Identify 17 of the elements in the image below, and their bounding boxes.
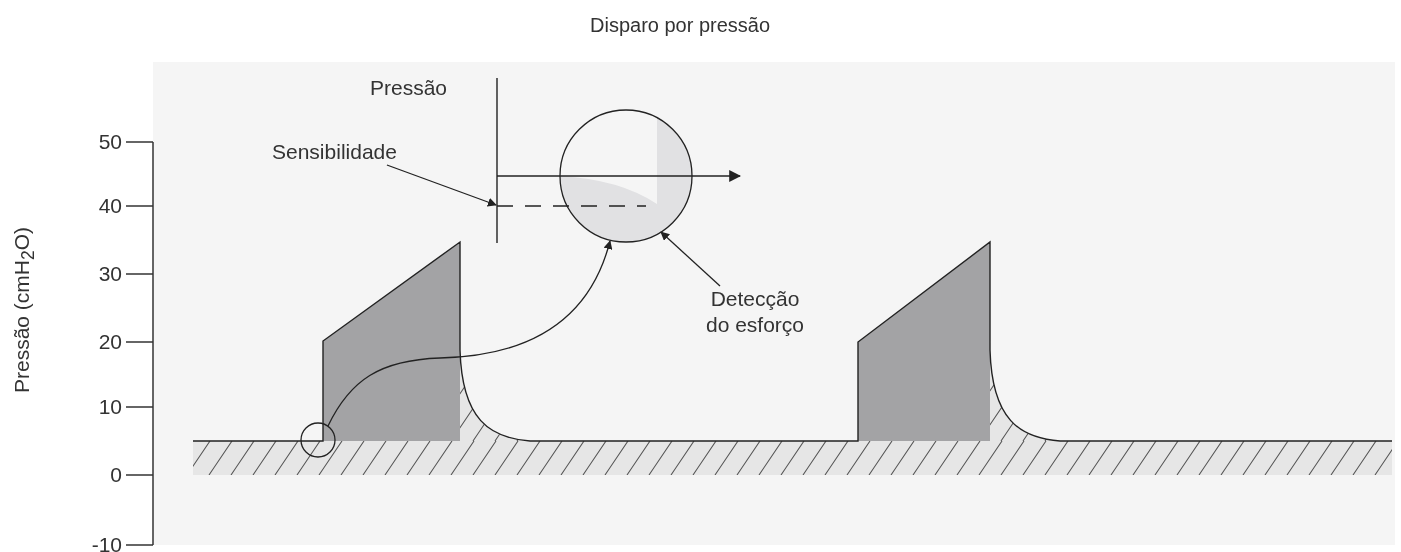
annotation-label: Detecção do esforço [700,286,810,338]
annotation-label: Sensibilidade [272,139,397,165]
tick-label: 20 [97,329,122,355]
trigger-point-circle [300,422,336,458]
tick-label: -10 [90,532,122,552]
tick-label: 0 [109,462,122,488]
inset-axis-label: Pressão [370,75,448,101]
tick-label: 40 [97,193,122,219]
curved-arrow [327,240,612,427]
leader-arrow [386,164,497,207]
diagram-title: Disparo por pressão [590,13,771,38]
sensitivity-threshold-line [496,205,647,207]
leader-arrow [660,231,721,287]
magnified-view-circle [559,109,693,243]
tick-label: 10 [97,394,122,420]
tick-label: 50 [97,129,122,155]
tick-label: 30 [97,261,122,287]
